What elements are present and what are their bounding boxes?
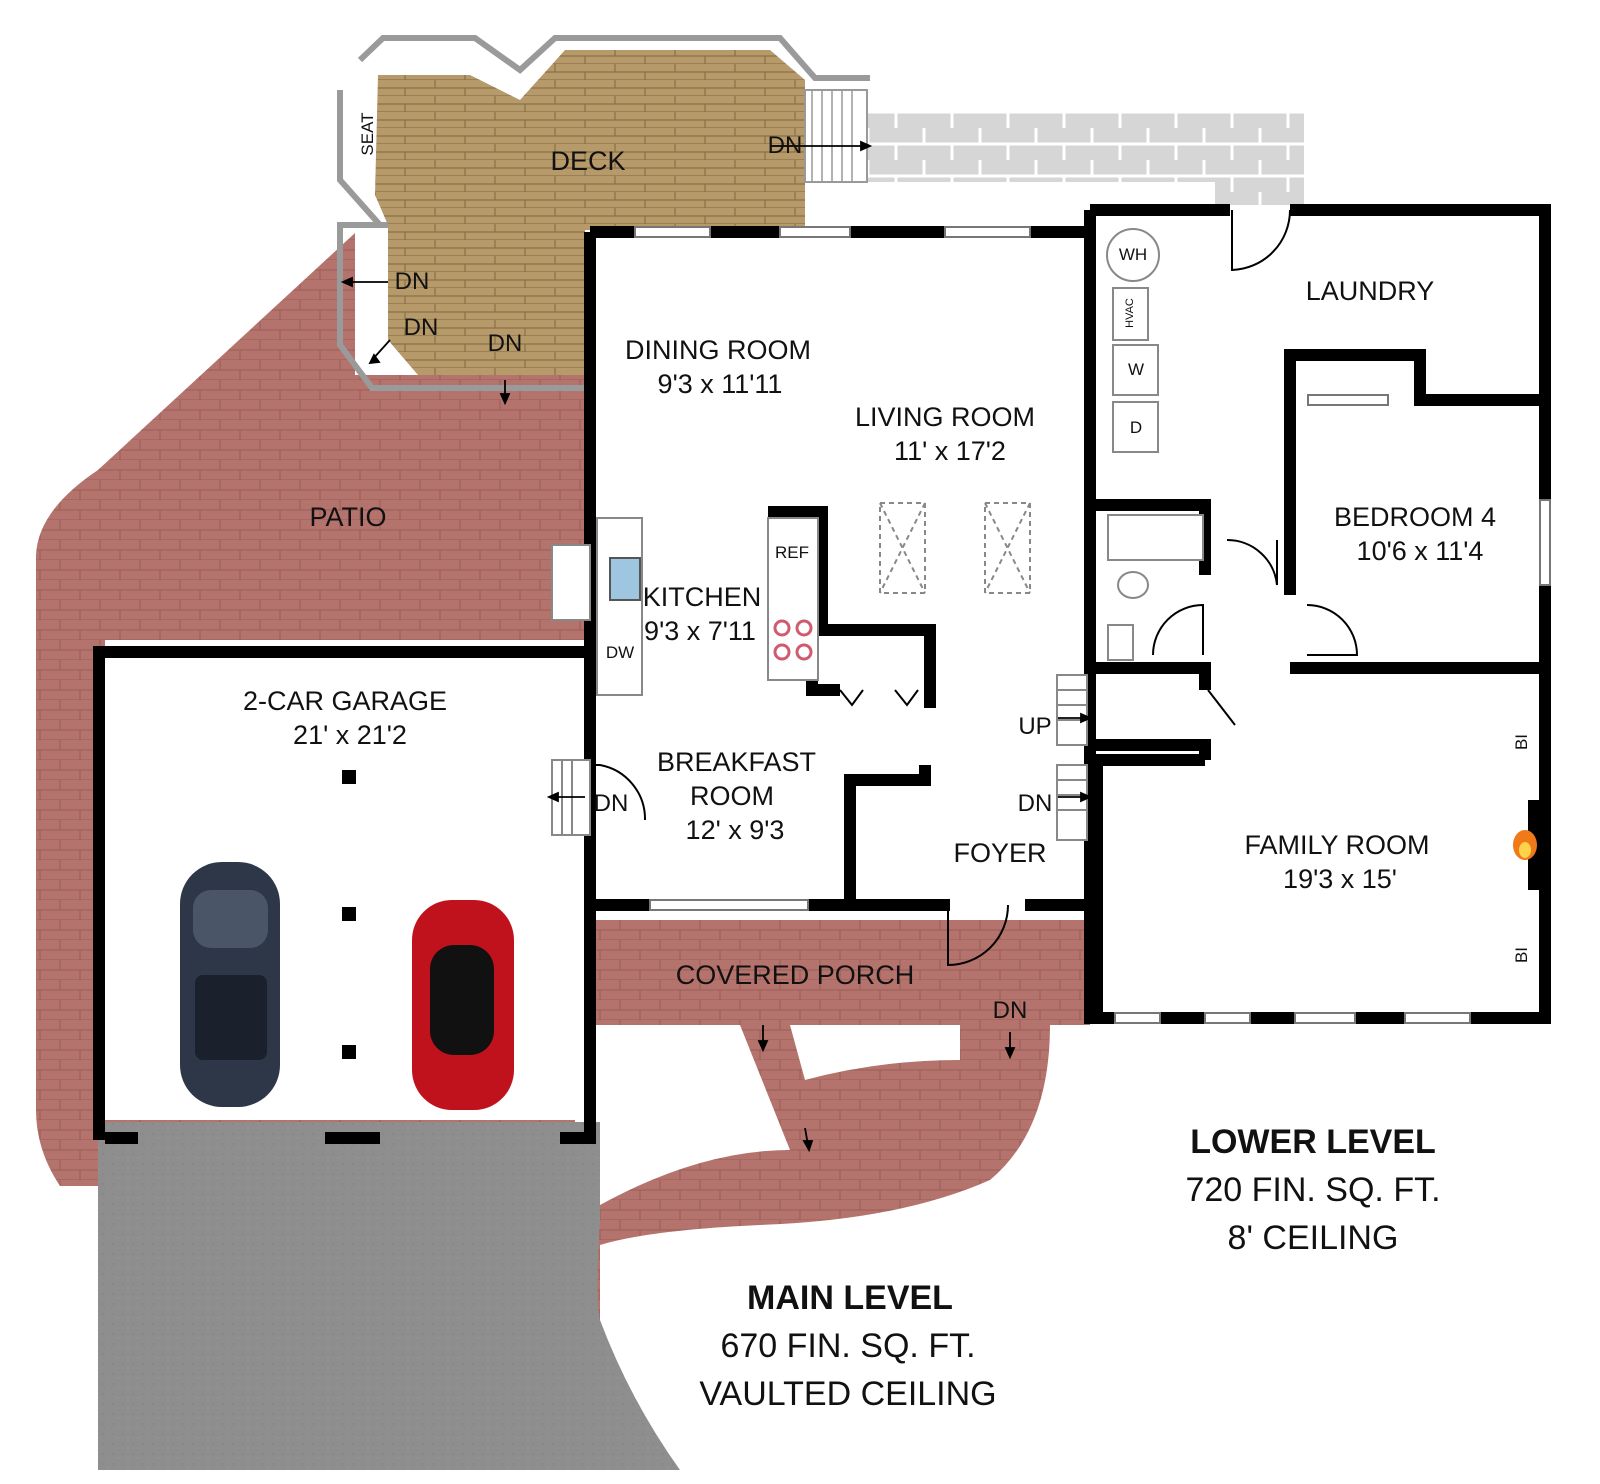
laundry-label: LAUNDRY: [1305, 276, 1435, 306]
breakfast-room-size: 12' x 9'3: [685, 815, 785, 845]
stairs-down-patio-2-label: DN: [403, 314, 439, 341]
bedroom-4-label: BEDROOM 4: [1333, 502, 1497, 532]
deck-label: DECK: [550, 146, 626, 176]
stairs-down-foyer-label: DN: [1017, 790, 1053, 817]
direction-arrows: [340, 140, 1093, 1153]
refrigerator-label: REF: [775, 543, 809, 562]
lower-level-title: LOWER LEVEL: [1190, 1123, 1436, 1161]
garage-posts: [342, 770, 356, 1059]
water-heater-label: WH: [1118, 245, 1148, 264]
doors: [590, 209, 1359, 967]
lower-level-walls: [1084, 204, 1551, 1024]
stairs-down-patio-label: DN: [394, 268, 430, 295]
stairs-down-breakfast-label: DN: [593, 790, 629, 817]
deck-stairs: [804, 89, 868, 183]
kitchen-label: KITCHEN: [642, 582, 762, 612]
interior-stairs: [551, 544, 1088, 841]
garage-size: 21' x 21'2: [293, 720, 407, 750]
main-level-ceiling: VAULTED CEILING: [699, 1375, 997, 1413]
fire-icon: [1513, 830, 1537, 860]
lower-level-area: 720 FIN. SQ. FT.: [1185, 1171, 1441, 1209]
living-room-label: LIVING ROOM: [854, 402, 1036, 432]
stairs-down-patio-3-label: DN: [487, 330, 523, 357]
deck-railing: [337, 35, 870, 391]
hvac-label: HVAC: [1124, 298, 1136, 328]
built-in-bottom-label: BI: [1512, 946, 1531, 964]
main-level-title: MAIN LEVEL: [747, 1279, 953, 1317]
dryer-label: D: [1129, 418, 1143, 437]
family-room-size: 19'3 x 15': [1283, 864, 1397, 894]
walkway: [597, 1025, 1050, 1320]
dishwasher-label: DW: [605, 643, 635, 662]
driveway: [98, 1122, 680, 1470]
seat-label: SEAT: [358, 112, 377, 156]
stove-burners: [773, 619, 813, 661]
washer-label: W: [1127, 360, 1145, 379]
breakfast-room-label: BREAKFAST ROOM: [657, 747, 817, 811]
covered-porch-floor: [596, 920, 1090, 1025]
stairs-up-label: UP: [1018, 713, 1052, 740]
stairs-down-porch-label: DN: [992, 997, 1028, 1024]
windows: [634, 226, 1551, 1024]
deck-floor: [375, 50, 805, 375]
covered-porch-label: COVERED PORCH: [675, 960, 915, 990]
patio-label: PATIO: [309, 502, 387, 532]
kitchen-size: 9'3 x 7'11: [644, 616, 756, 646]
dining-room-size: 9'3 x 11'11: [657, 369, 783, 399]
family-room-label: FAMILY ROOM: [1244, 830, 1430, 860]
patio-paving: [36, 233, 590, 1195]
garage-label: 2-CAR GARAGE: [242, 686, 448, 716]
dark-car-icon: [180, 862, 280, 1107]
dining-room-label: DINING ROOM: [625, 335, 811, 365]
kitchen-counters: [596, 228, 1204, 696]
stairs-down-deck-label: DN: [767, 132, 803, 159]
lower-level-ceiling: 8' CEILING: [1227, 1219, 1399, 1257]
fireplace: [1528, 800, 1550, 890]
foyer-label: FOYER: [953, 838, 1047, 868]
bedroom-4-size: 10'6 x 11'4: [1356, 536, 1484, 566]
stone-walkway: [868, 113, 1304, 205]
built-in-top-label: BI: [1512, 733, 1531, 751]
red-car-icon: [412, 900, 514, 1110]
main-level-area: 670 FIN. SQ. FT.: [720, 1327, 976, 1365]
living-room-size: 11' x 17'2: [894, 436, 1006, 466]
